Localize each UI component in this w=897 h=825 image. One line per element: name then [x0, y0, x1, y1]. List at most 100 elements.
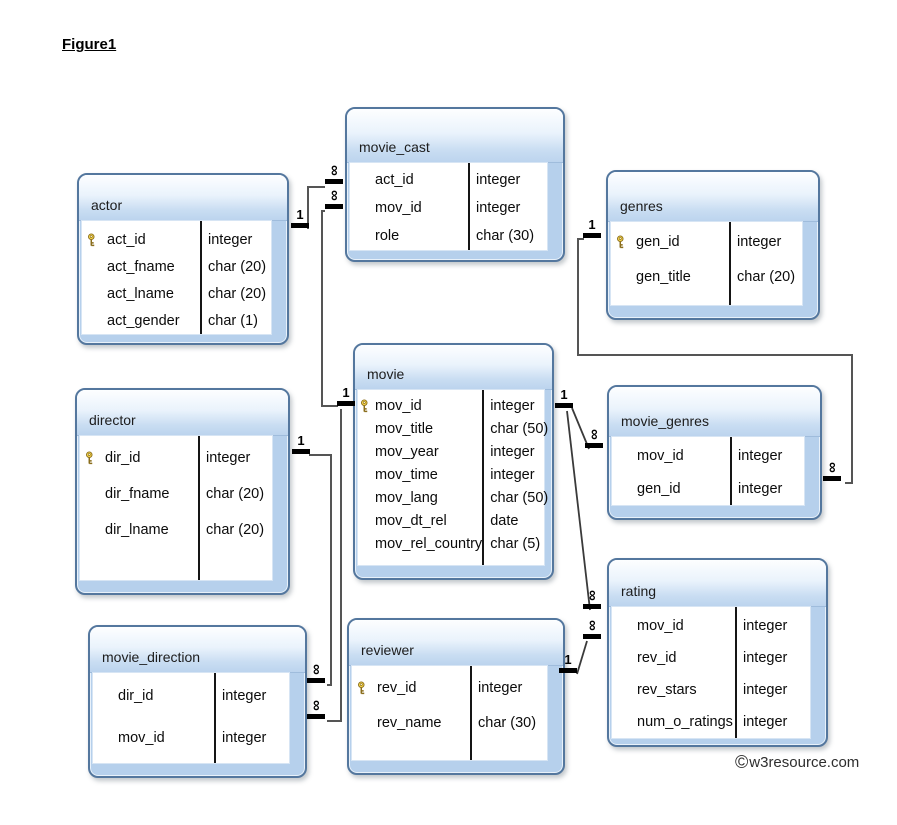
field-name: dir_id [105, 450, 141, 466]
field-name: mov_id [118, 730, 165, 746]
field-type: integer [490, 466, 535, 483]
field-name: act_id [107, 231, 146, 248]
field-name-cell: mov_id [350, 194, 468, 222]
cardinality-label: ∞ [325, 165, 343, 176]
field-name: mov_id [637, 618, 684, 634]
field-name-cell: gen_id [612, 472, 730, 505]
field-name-cell: mov_id [612, 439, 730, 472]
field-name-cell: mov_dt_rel [358, 509, 482, 532]
cardinality-one-genres: 1 [582, 218, 602, 238]
table-reviewer: reviewer rev_id rev_name integer char (3… [347, 618, 565, 775]
field-name-cell: rev_id [352, 670, 470, 705]
field-type: integer [743, 714, 788, 730]
field-type: integer [476, 200, 521, 216]
field-name: dir_id [118, 688, 154, 704]
field-name-cell: num_o_ratings [612, 706, 735, 738]
cardinality-label: 1 [588, 217, 596, 232]
field-name: role [375, 228, 400, 244]
table-fields: mov_id mov_title mov_year mov_time mov_l… [358, 390, 548, 565]
field-name-cell: dir_lname [80, 512, 198, 548]
field-name-cell: dir_id [93, 675, 214, 717]
cardinality-many-movie-cast-act: ∞ [324, 163, 344, 184]
field-type: integer [743, 618, 788, 634]
field-type: integer [476, 172, 521, 188]
table-fields: dir_id mov_id integer integer [93, 673, 289, 763]
cardinality-one-movie-left: 1 [336, 386, 356, 406]
field-name-cell: role [350, 222, 468, 250]
cardinality-label: ∞ [325, 190, 343, 201]
connector-anchor-bar [337, 401, 355, 406]
field-name: mov_dt_rel [375, 512, 447, 529]
field-name-cell: dir_id [80, 440, 198, 476]
field-name: dir_lname [105, 522, 169, 538]
field-name-cell: mov_id [93, 717, 214, 759]
field-name-cell: mov_lang [358, 486, 482, 509]
field-name-cell: dir_fname [80, 476, 198, 512]
table-movie: movie mov_id mov_title mov_year mov_time… [353, 343, 554, 580]
field-name-cell: rev_stars [612, 674, 735, 706]
connector-anchor-bar [325, 204, 343, 209]
field-name: mov_year [375, 443, 439, 460]
cardinality-many-movie-direction-dir: ∞ [306, 662, 326, 683]
cardinality-one-movie-right: 1 [554, 388, 574, 408]
connector-anchor-bar [291, 223, 309, 228]
table-fields: mov_id gen_id integer integer [612, 437, 804, 505]
connector-anchor-bar [583, 604, 601, 609]
cardinality-label: ∞ [583, 590, 601, 601]
field-name: rev_name [377, 714, 442, 731]
connector-anchor-bar [292, 449, 310, 454]
field-type: integer [222, 730, 267, 746]
cardinality-one-director: 1 [291, 434, 311, 454]
table-actor: actor act_id act_fname act_lname act_gen… [77, 173, 289, 345]
field-name-cell: mov_id [358, 394, 482, 417]
cardinality-one-reviewer: 1 [558, 653, 578, 673]
field-type: integer [738, 447, 783, 464]
field-name: mov_id [637, 447, 684, 464]
field-type: char (20) [737, 268, 796, 285]
cardinality-many-rating-rev: ∞ [582, 618, 602, 639]
field-type: integer [208, 231, 253, 248]
field-type: char (20) [208, 285, 267, 302]
field-name-cell: mov_year [358, 440, 482, 463]
table-title: rating [609, 560, 826, 607]
primary-key-icon [85, 451, 98, 465]
field-name: rev_id [377, 679, 417, 696]
primary-key-icon [357, 681, 370, 695]
cardinality-label: ∞ [307, 700, 325, 711]
table-rating: rating mov_id rev_id rev_stars num_o_rat… [607, 558, 828, 747]
table-title: movie_genres [609, 387, 820, 437]
table-fields: gen_id gen_title integer char (20) [611, 222, 802, 305]
cardinality-many-movie-genres-right: ∞ [822, 460, 842, 481]
field-name: mov_id [375, 200, 422, 216]
field-name: act_fname [107, 258, 175, 275]
field-name-cell: mov_id [612, 610, 735, 642]
table-movie-genres: movie_genres mov_id gen_id integer integ… [607, 385, 822, 520]
connector-anchor-bar [307, 714, 325, 719]
field-name-cell: act_lname [82, 280, 200, 307]
cardinality-label: 1 [297, 433, 305, 448]
field-name: rev_id [637, 650, 677, 666]
field-type: date [490, 512, 519, 529]
connector-anchor-bar [325, 179, 343, 184]
field-type: char (50) [490, 420, 549, 437]
field-type: integer [490, 397, 535, 414]
field-name: num_o_ratings [637, 714, 733, 730]
table-title: movie_cast [347, 109, 563, 163]
copyright-icon: © [735, 752, 749, 772]
field-type: char (5) [490, 535, 541, 552]
connector-anchor-bar [583, 233, 601, 238]
field-type: char (30) [476, 228, 535, 244]
field-type: char (20) [206, 522, 265, 538]
cardinality-label: 1 [564, 652, 572, 667]
connector-anchor-bar [585, 443, 603, 448]
field-name: act_lname [107, 285, 174, 302]
cardinality-label: 1 [296, 207, 304, 222]
field-type: char (50) [490, 489, 549, 506]
field-name: gen_id [637, 480, 681, 497]
field-type: char (1) [208, 312, 258, 329]
field-name-cell: mov_time [358, 463, 482, 486]
field-name-cell: act_gender [82, 307, 200, 334]
field-name: dir_fname [105, 486, 170, 502]
field-type: char (20) [208, 258, 267, 275]
figure-caption: Figure1 [62, 36, 117, 53]
